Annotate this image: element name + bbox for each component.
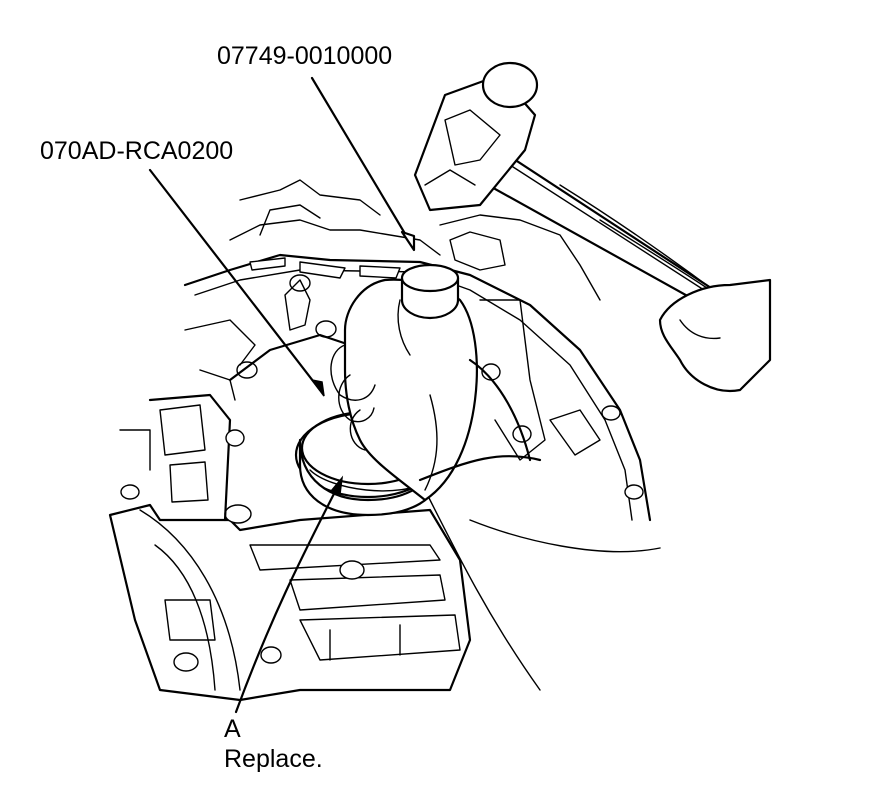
hammer [413, 61, 772, 393]
leader-line-tool-attachment [148, 168, 322, 392]
driver-handle [400, 263, 460, 320]
hand-holding-driver [330, 278, 478, 502]
tool-number-driver: 07749-0010000 [217, 42, 393, 70]
callout-note: Replace. [224, 745, 323, 773]
engine-block [108, 179, 661, 702]
leader-line-seal-a [234, 480, 342, 714]
callout-letter: A [224, 715, 241, 743]
leader-lines [148, 76, 416, 714]
tool-number-attachment: 070AD-RCA0200 [40, 137, 234, 165]
forearm [418, 358, 542, 482]
leader-line-tool-driver [310, 76, 412, 244]
